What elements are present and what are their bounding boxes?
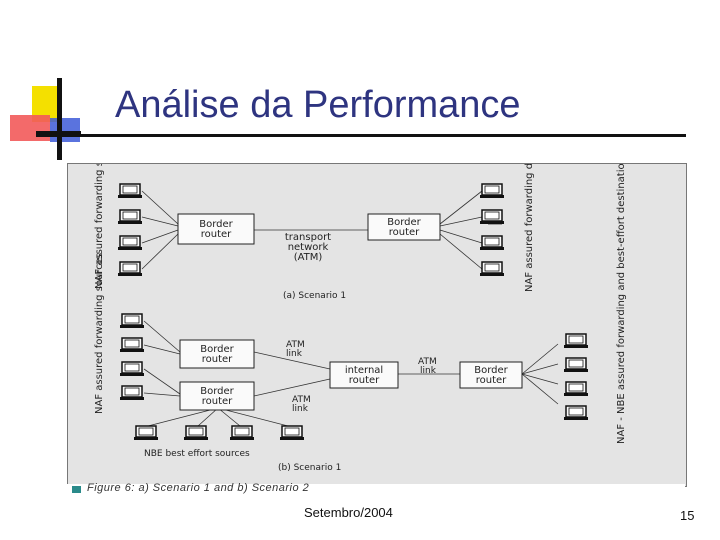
slide-title: Análise da Performance (115, 84, 521, 126)
scenario-b-right-router-label: Border (474, 365, 508, 376)
scenario-b-right-group-label: NAF - NBE assured forwarding and best-ef… (616, 164, 627, 444)
scenario-a: NAF assured forwarding sources Border (94, 164, 535, 301)
atm-link-label-bottom: ATM (292, 395, 311, 405)
scenario-b-bottom-router (179, 381, 255, 411)
computer-icon (119, 385, 145, 401)
computer-icon (479, 209, 505, 225)
computer-icon (479, 183, 505, 199)
computer-icon (117, 235, 143, 251)
computer-icon (119, 337, 145, 353)
computer-icon (117, 209, 143, 225)
scenario-b-right-router (459, 361, 523, 389)
computer-icon (229, 425, 255, 441)
svg-text:link: link (292, 404, 309, 414)
computer-icon (119, 361, 145, 377)
scenario-b-top-router-label: Border (200, 344, 234, 355)
scenario-b-top-router (179, 339, 255, 369)
svg-text:router: router (389, 227, 420, 238)
scenario-a-right-group-label: NAF assured forwarding destinations (524, 164, 535, 292)
page-number: 15 (680, 508, 695, 523)
figure-caption-bar (67, 484, 685, 494)
title-underline (36, 134, 686, 137)
computer-icon (563, 405, 589, 421)
scenario-b-internal-router-label: internal (345, 365, 383, 376)
computer-icon (183, 425, 209, 441)
caption-bullet (72, 486, 81, 493)
computer-icon (479, 261, 505, 277)
scenario-a-left-router (177, 213, 255, 245)
figure-caption: Figure 6: a) Scenario 1 and b) Scenario … (87, 482, 310, 494)
svg-text:router: router (202, 396, 233, 407)
computer-icon (119, 313, 145, 329)
computer-icon (563, 381, 589, 397)
footer-date: Setembro/2004 (304, 505, 393, 520)
transport-network-label-line3: (ATM) (294, 252, 323, 263)
computer-icon (279, 425, 305, 441)
computer-icon (563, 333, 589, 349)
scenario-a-caption: (a) Scenario 1 (283, 291, 346, 301)
scenario-b-left-group-label: NAF assured forwarding sources (94, 253, 105, 414)
svg-text:router: router (202, 354, 233, 365)
atm-link-label-top: ATM (286, 340, 305, 350)
scenario-a-right-router (367, 213, 441, 241)
slide-logo-decoration (10, 78, 81, 160)
svg-text:router: router (349, 375, 380, 386)
scenario-a-right-router-label: Border (387, 217, 421, 228)
network-diagram-figure: NAF assured forwarding sources Border (67, 163, 687, 487)
atm-link-label-middle: ATM (418, 357, 437, 367)
scenario-b-bottom-router-label: Border (200, 386, 234, 397)
scenario-b-caption: (b) Scenario 1 (278, 463, 341, 473)
transport-network-label-line1: transport (285, 232, 331, 243)
transport-network-label-line2: network (288, 242, 329, 253)
computer-icon (563, 357, 589, 373)
svg-text:router: router (201, 229, 232, 240)
svg-text:router: router (476, 375, 507, 386)
computer-icon (479, 235, 505, 251)
network-diagram: NAF assured forwarding sources Border (94, 164, 627, 473)
scenario-b-links (143, 320, 559, 427)
svg-text:link: link (286, 349, 303, 359)
scenario-b-internal-router (329, 361, 399, 389)
best-effort-sources-label: NBE best effort sources (144, 449, 250, 459)
scenario-a-left-links (141, 190, 502, 270)
scenario-a-left-group-label: NAF assured forwarding sources (94, 164, 105, 289)
computer-icon (133, 425, 159, 441)
svg-text:link: link (420, 366, 437, 376)
computer-icon (117, 261, 143, 277)
computer-icon (117, 183, 143, 199)
scenario-a-left-router-label: Border (199, 219, 233, 230)
scenario-b: NAF assured forwarding sources (94, 164, 627, 473)
